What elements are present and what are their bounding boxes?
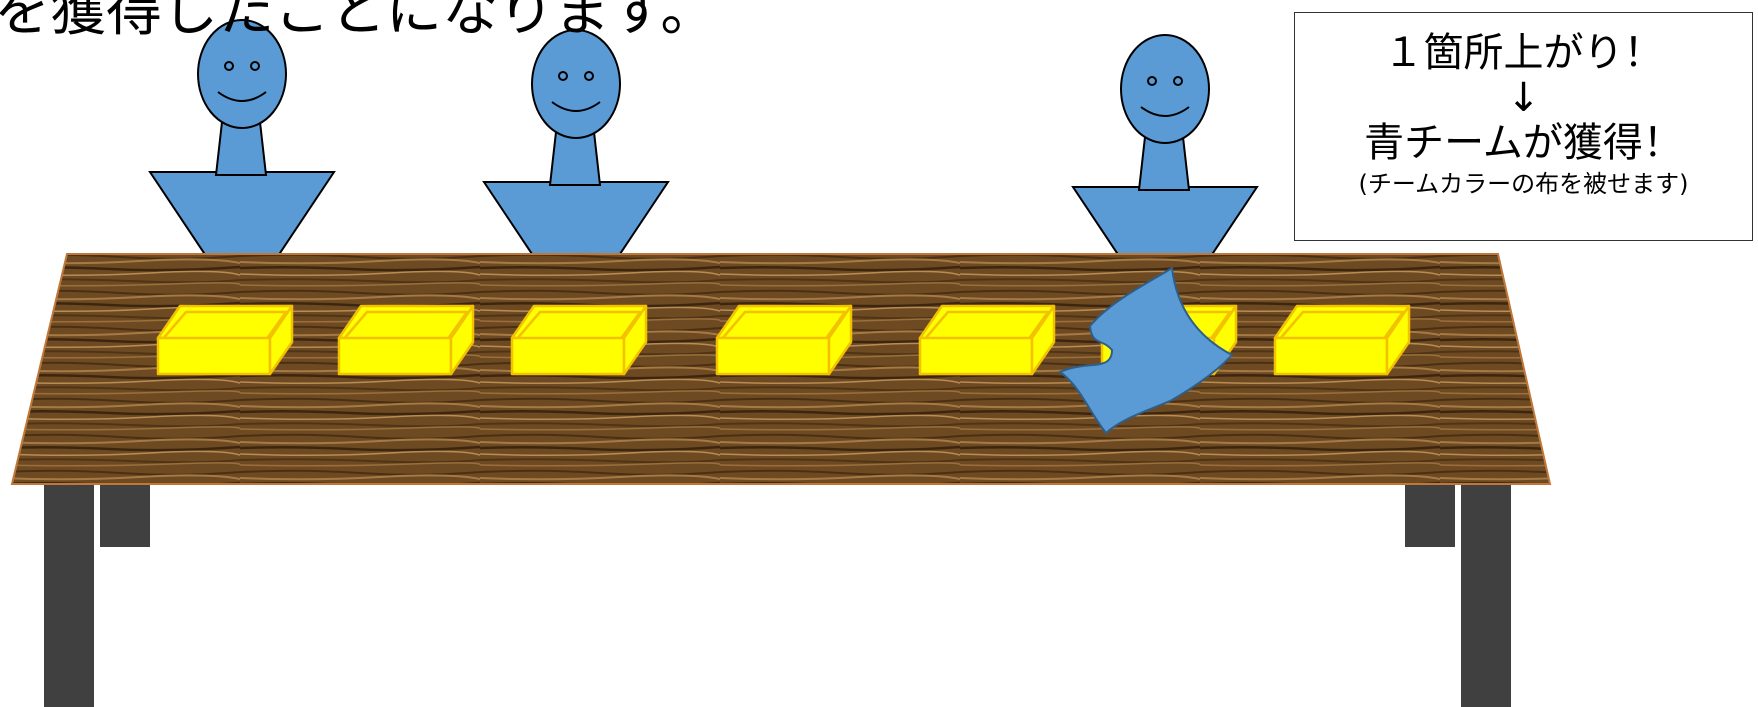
page-title-partial: を獲得したことになります。 bbox=[0, 0, 716, 47]
person-icon bbox=[1073, 35, 1257, 271]
callout-line-cloth-note: (チームカラーの布を被せます) bbox=[1295, 169, 1752, 199]
tray-box bbox=[717, 306, 851, 374]
table-leg-front-left bbox=[44, 484, 94, 707]
tray-box bbox=[339, 306, 473, 374]
callout-line-team-wins: 青チームが獲得！ bbox=[1295, 117, 1752, 169]
table-leg-back-right bbox=[1405, 484, 1455, 547]
person-icon bbox=[484, 30, 668, 266]
down-arrow-icon: ↓ bbox=[1295, 79, 1752, 117]
tray-box bbox=[158, 306, 292, 374]
table-leg-back-left bbox=[100, 484, 150, 547]
explanation-callout: １箇所上がり！ ↓ 青チームが獲得！ (チームカラーの布を被せます) bbox=[1294, 12, 1753, 241]
tray-box bbox=[1275, 306, 1409, 374]
person-icon bbox=[150, 20, 334, 256]
tray-box bbox=[920, 306, 1054, 374]
callout-line-one-up: １箇所上がり！ bbox=[1295, 27, 1752, 79]
tray-box bbox=[512, 306, 646, 374]
table-leg-front-right bbox=[1461, 484, 1511, 707]
